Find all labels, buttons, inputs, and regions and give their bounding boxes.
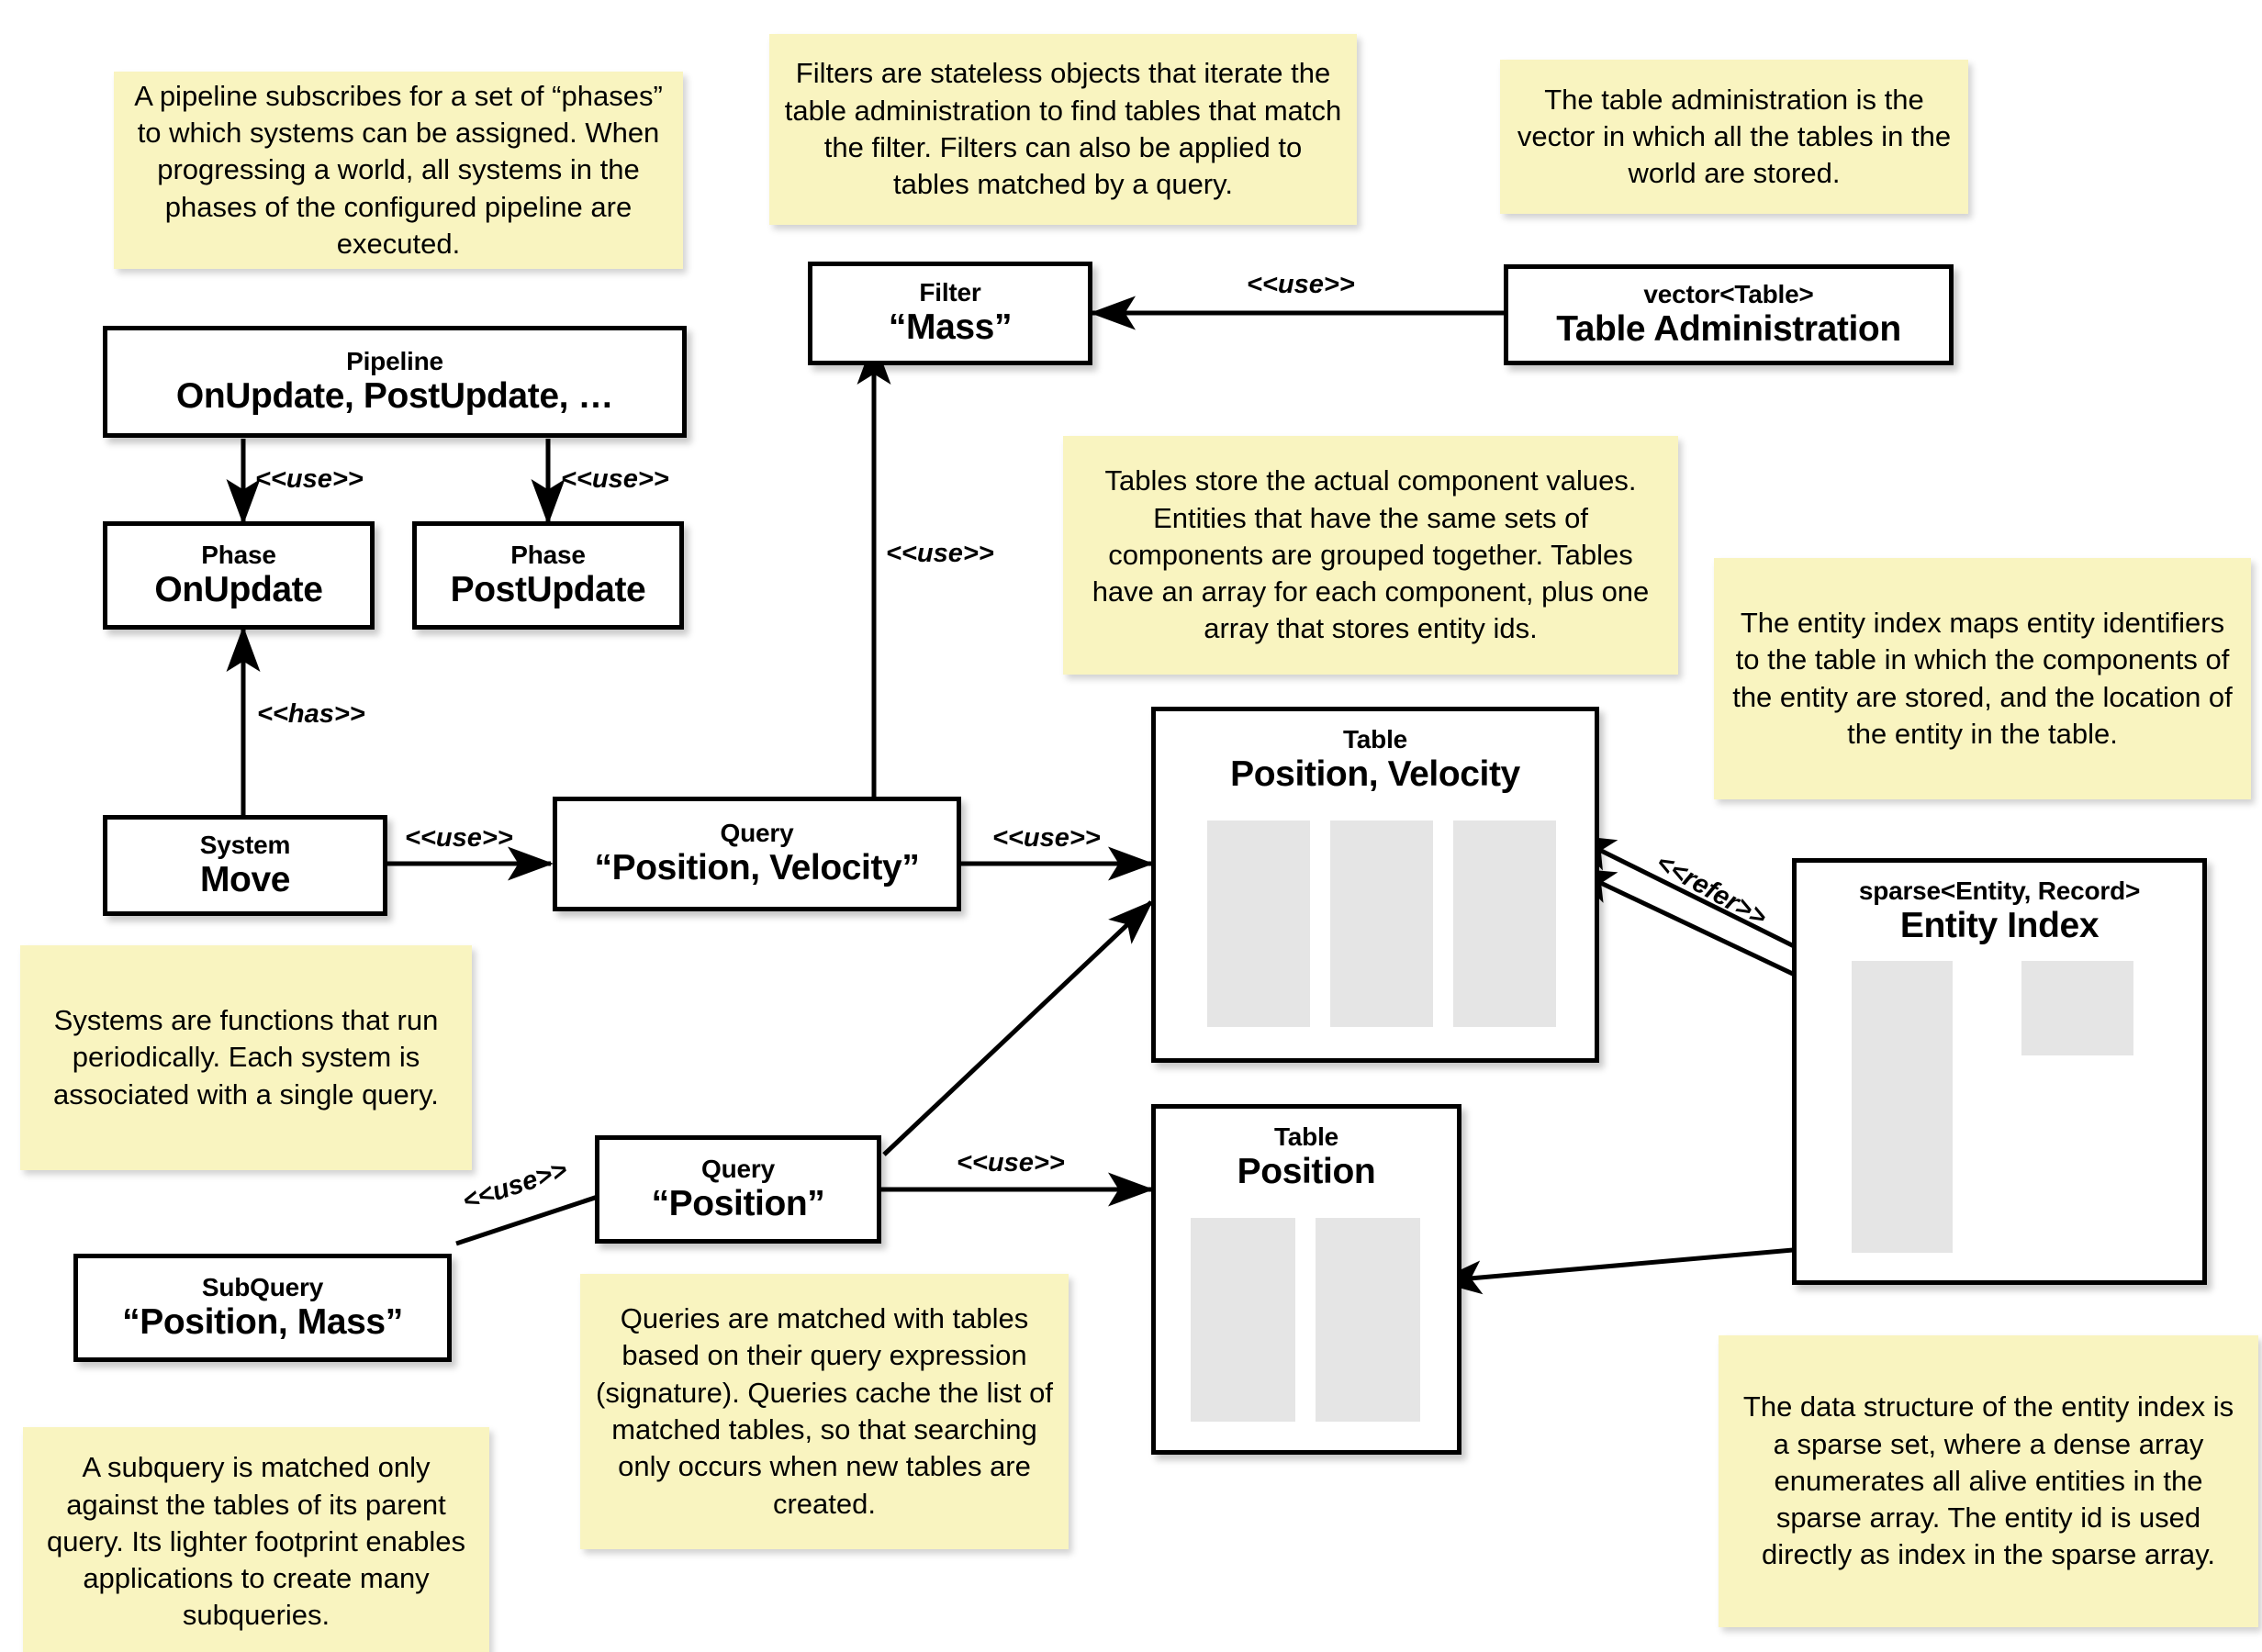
note-pipeline-text: A pipeline subscribes for a set of “phas… bbox=[134, 79, 663, 260]
box-filter-mass-name: “Mass” bbox=[888, 307, 1013, 348]
entity-index-sparse-array bbox=[2021, 961, 2133, 1055]
note-systems: Systems are functions that run periodica… bbox=[20, 945, 472, 1170]
table-column-1 bbox=[1191, 1218, 1295, 1422]
note-table-administration-text: The table administration is the vector i… bbox=[1517, 83, 1952, 190]
box-entity-index-name: Entity Index bbox=[1899, 905, 2100, 945]
note-subquery: A subquery is matched only against the t… bbox=[23, 1427, 489, 1652]
note-entity-index-text: The entity index maps entity identifiers… bbox=[1732, 606, 2233, 750]
table-position-columns bbox=[1191, 1218, 1420, 1422]
box-subquery[interactable]: SubQuery “Position, Mass” bbox=[73, 1254, 452, 1362]
box-phase-onupdate-stereotype: Phase bbox=[201, 540, 276, 569]
box-query-position[interactable]: Query “Position” bbox=[595, 1135, 881, 1244]
note-queries: Queries are matched with tables based on… bbox=[580, 1274, 1069, 1549]
note-filter: Filters are stateless objects that itera… bbox=[769, 34, 1357, 225]
label-pipeline-onupdate: <<use>> bbox=[255, 464, 364, 494]
box-entity-index[interactable]: sparse<Entity, Record> Entity Index bbox=[1792, 858, 2207, 1285]
box-table-position-velocity[interactable]: Table Position, Velocity bbox=[1151, 707, 1599, 1063]
label-query-uses-filter: <<use>> bbox=[886, 539, 994, 568]
table-column-1 bbox=[1207, 820, 1310, 1027]
note-systems-text: Systems are functions that run periodica… bbox=[53, 1004, 439, 1111]
box-filter-mass-stereotype: Filter bbox=[919, 278, 981, 307]
entity-index-dense-array bbox=[1852, 961, 1953, 1253]
box-system-move-name: Move bbox=[199, 859, 291, 899]
edge-queryposition-to-table-pv bbox=[882, 899, 1154, 1156]
box-subquery-stereotype: SubQuery bbox=[201, 1272, 324, 1301]
table-column-2 bbox=[1330, 820, 1433, 1027]
table-column-3 bbox=[1453, 820, 1556, 1027]
box-pipeline[interactable]: Pipeline OnUpdate, PostUpdate, … bbox=[103, 326, 687, 438]
table-column-2 bbox=[1316, 1218, 1420, 1422]
box-table-administration[interactable]: vector<Table> Table Administration bbox=[1504, 264, 1954, 365]
note-queries-text: Queries are matched with tables based on… bbox=[596, 1302, 1053, 1520]
note-tables-text: Tables store the actual component values… bbox=[1092, 464, 1650, 645]
box-query-position-velocity-name: “Position, Velocity” bbox=[594, 848, 920, 888]
box-phase-postupdate-name: PostUpdate bbox=[450, 569, 646, 609]
box-query-position-name: “Position” bbox=[651, 1183, 825, 1223]
box-filter-mass[interactable]: Filter “Mass” bbox=[808, 262, 1092, 365]
note-entity-index: The entity index maps entity identifiers… bbox=[1714, 558, 2251, 799]
box-query-position-velocity-stereotype: Query bbox=[720, 819, 794, 848]
box-table-position-name: Position bbox=[1237, 1151, 1376, 1191]
label-index-refers-table: <<refer>> bbox=[1651, 848, 1772, 933]
label-pipeline-postupdate: <<use>> bbox=[561, 464, 669, 494]
note-pipeline: A pipeline subscribes for a set of “phas… bbox=[114, 72, 683, 269]
box-system-move[interactable]: System Move bbox=[103, 815, 387, 916]
label-query-uses-table: <<use>> bbox=[992, 823, 1101, 853]
box-phase-postupdate-stereotype: Phase bbox=[510, 540, 586, 569]
label-system-uses-query: <<use>> bbox=[405, 823, 513, 853]
label-system-has-phase: <<has>> bbox=[257, 699, 365, 729]
box-query-position-velocity[interactable]: Query “Position, Velocity” bbox=[553, 797, 961, 911]
box-table-administration-name: Table Administration bbox=[1556, 308, 1901, 349]
box-query-position-stereotype: Query bbox=[701, 1154, 775, 1183]
box-subquery-name: “Position, Mass” bbox=[122, 1301, 403, 1342]
box-pipeline-name: OnUpdate, PostUpdate, … bbox=[175, 375, 614, 416]
table-position-velocity-columns bbox=[1207, 820, 1556, 1027]
box-pipeline-stereotype: Pipeline bbox=[346, 346, 443, 375]
label-admin-uses-filter: <<use>> bbox=[1247, 270, 1355, 299]
box-table-administration-stereotype: vector<Table> bbox=[1643, 279, 1814, 308]
note-sparse-set-text: The data structure of the entity index i… bbox=[1742, 1390, 2234, 1571]
note-subquery-text: A subquery is matched only against the t… bbox=[46, 1451, 466, 1632]
note-tables: Tables store the actual component values… bbox=[1063, 436, 1678, 675]
box-table-position[interactable]: Table Position bbox=[1151, 1104, 1461, 1455]
note-table-administration: The table administration is the vector i… bbox=[1500, 60, 1968, 214]
box-phase-onupdate[interactable]: Phase OnUpdate bbox=[103, 521, 375, 630]
box-table-position-velocity-name: Position, Velocity bbox=[1230, 753, 1520, 794]
box-table-position-stereotype: Table bbox=[1273, 1122, 1339, 1151]
box-table-position-velocity-stereotype: Table bbox=[1342, 725, 1408, 753]
box-entity-index-stereotype: sparse<Entity, Record> bbox=[1858, 876, 2141, 905]
note-filter-text: Filters are stateless objects that itera… bbox=[784, 57, 1342, 201]
box-system-move-stereotype: System bbox=[199, 830, 291, 859]
box-phase-onupdate-name: OnUpdate bbox=[154, 569, 323, 609]
note-sparse-set: The data structure of the entity index i… bbox=[1719, 1335, 2258, 1627]
box-phase-postupdate[interactable]: Phase PostUpdate bbox=[412, 521, 684, 630]
label-query-position-uses-table: <<use>> bbox=[957, 1148, 1065, 1178]
label-subquery-uses-query: <<use>> bbox=[459, 1155, 571, 1217]
